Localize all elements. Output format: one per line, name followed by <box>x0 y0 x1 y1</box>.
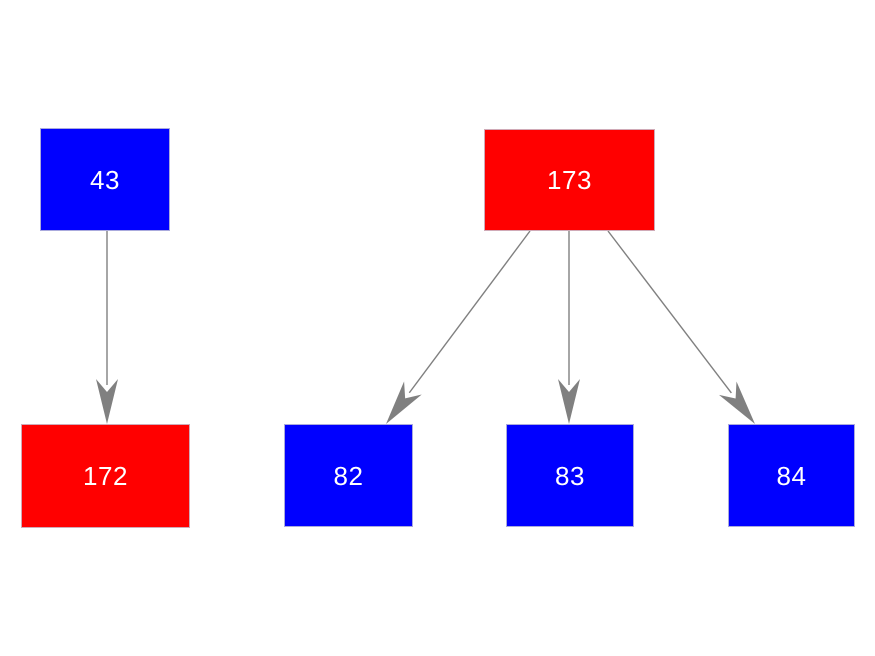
node-label: 83 <box>555 460 585 491</box>
node-label: 43 <box>90 164 120 195</box>
arrowhead-icon <box>718 381 755 424</box>
node-43[interactable]: 43 <box>40 128 170 231</box>
node-label: 173 <box>547 165 592 195</box>
node-label: 172 <box>83 461 128 491</box>
node-label: 84 <box>776 460 807 491</box>
edge-line <box>607 230 732 394</box>
node-label: 82 <box>333 460 364 491</box>
arrowhead-icon <box>386 381 422 424</box>
edges-group <box>96 230 755 424</box>
node-84[interactable]: 84 <box>728 424 855 527</box>
arrowhead-icon <box>558 379 580 424</box>
node-172[interactable]: 172 <box>21 424 190 528</box>
arrowhead-icon <box>96 379 118 424</box>
node-83[interactable]: 83 <box>506 424 634 527</box>
node-173[interactable]: 173 <box>484 129 655 231</box>
node-82[interactable]: 82 <box>284 424 413 527</box>
edge-line <box>408 230 531 394</box>
